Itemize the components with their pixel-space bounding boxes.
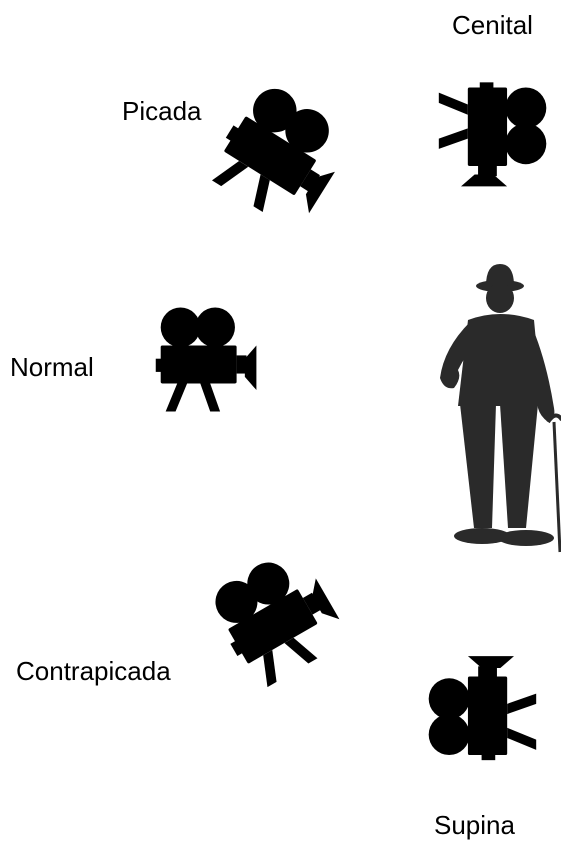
person-silhouette-icon [430,258,561,556]
camera-contrapicada-icon [190,555,350,695]
camera-normal-icon [122,296,272,428]
camera-supina-icon [420,640,550,795]
label-supina: Supina [434,812,515,838]
camera-picada-icon [195,80,345,225]
label-contrapicada: Contrapicada [16,658,171,684]
camera-cenital-icon [425,50,555,200]
label-normal: Normal [10,354,94,380]
label-cenital: Cenital [452,12,533,38]
label-picada: Picada [122,98,202,124]
